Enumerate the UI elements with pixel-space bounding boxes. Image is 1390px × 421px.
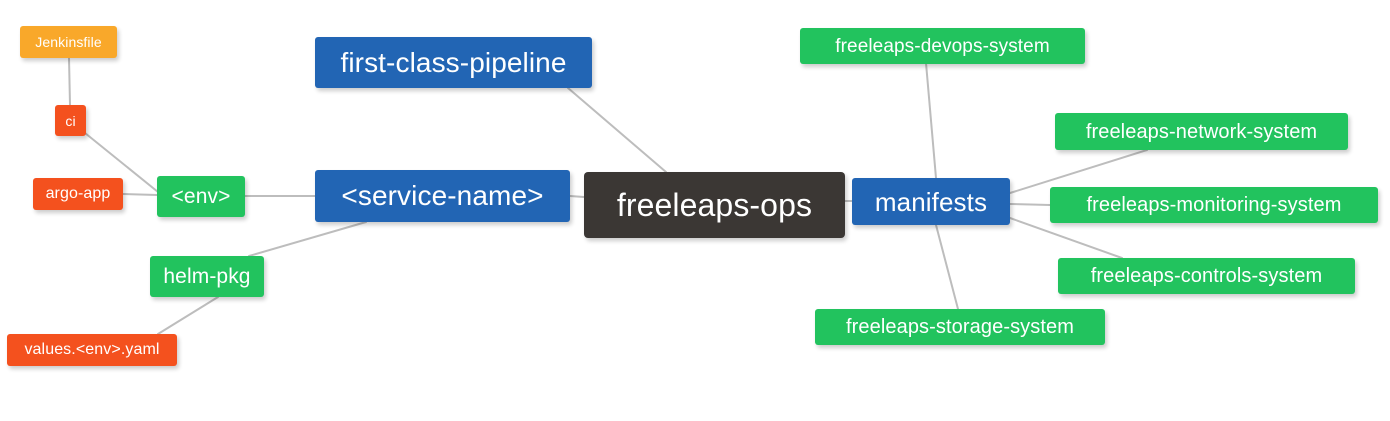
edge-argo-app-env bbox=[122, 193, 158, 196]
node-freeleaps-controls-system[interactable]: freeleaps-controls-system bbox=[1058, 258, 1355, 294]
node-label: argo-app bbox=[45, 185, 111, 202]
edge-jenkinsfile-ci bbox=[68, 57, 71, 106]
node-label: ci bbox=[65, 112, 76, 129]
node-label: freeleaps-monitoring-system bbox=[1086, 194, 1342, 216]
edge-manifests-storage bbox=[935, 224, 959, 310]
edge-first-class-freeleaps-ops bbox=[567, 87, 667, 173]
node-manifests[interactable]: manifests bbox=[852, 178, 1010, 225]
node-ci[interactable]: ci bbox=[55, 105, 86, 136]
node-freeleaps-network-system[interactable]: freeleaps-network-system bbox=[1055, 113, 1348, 150]
edge-service-name-root bbox=[569, 195, 585, 198]
node-freeleaps-ops[interactable]: freeleaps-ops bbox=[584, 172, 845, 238]
node-label: values.<env>.yaml bbox=[24, 341, 160, 358]
node-label: freeleaps-devops-system bbox=[835, 35, 1050, 57]
node-label: manifests bbox=[874, 186, 988, 217]
node-helm-pkg[interactable]: helm-pkg bbox=[150, 256, 264, 297]
node-label: helm-pkg bbox=[163, 265, 251, 288]
node-freeleaps-monitoring-system[interactable]: freeleaps-monitoring-system bbox=[1050, 187, 1378, 223]
node-jenkinsfile[interactable]: Jenkinsfile bbox=[20, 26, 117, 58]
node-freeleaps-devops-system[interactable]: freeleaps-devops-system bbox=[800, 28, 1085, 64]
node-label: freeleaps-ops bbox=[616, 187, 813, 223]
node-label: <service-name> bbox=[341, 180, 544, 211]
node-label: first-class-pipeline bbox=[340, 46, 567, 78]
node-label: <env> bbox=[171, 185, 231, 208]
edge-helm-pkg-service-name bbox=[248, 221, 367, 257]
edge-manifests-controls bbox=[1009, 217, 1123, 259]
edge-values-helm-pkg bbox=[157, 296, 219, 335]
node-freeleaps-storage-system[interactable]: freeleaps-storage-system bbox=[815, 309, 1105, 345]
node-argo-app[interactable]: argo-app bbox=[33, 178, 123, 210]
node-label: Jenkinsfile bbox=[35, 34, 102, 50]
edge-manifests-devops bbox=[925, 62, 937, 179]
node-label: freeleaps-network-system bbox=[1085, 120, 1318, 143]
node-label: freeleaps-controls-system bbox=[1090, 265, 1323, 287]
edge-manifests-monitoring bbox=[1009, 203, 1051, 206]
node-label: freeleaps-storage-system bbox=[845, 316, 1075, 338]
node-service-name[interactable]: <service-name> bbox=[315, 170, 570, 222]
node-values-env-yaml[interactable]: values.<env>.yaml bbox=[7, 334, 177, 366]
node-env[interactable]: <env> bbox=[157, 176, 245, 217]
node-first-class-pipeline[interactable]: first-class-pipeline bbox=[315, 37, 592, 88]
